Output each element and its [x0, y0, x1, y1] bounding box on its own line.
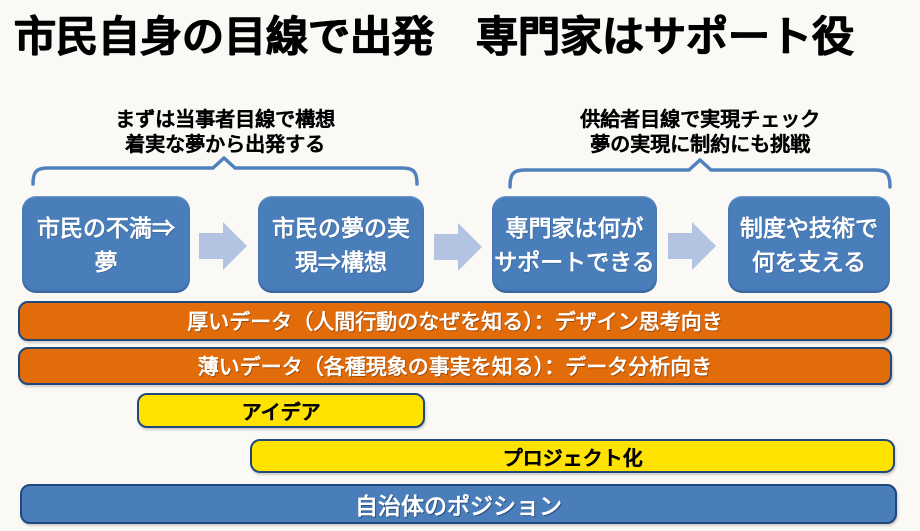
page-title: 市民自身の目線で出発 専門家はサポート役: [14, 13, 855, 60]
annotation-supplier-view: 供給者目線で実現チェック 夢の実現に制約にも挑戦: [580, 109, 820, 156]
bar-thin-data: 薄いデータ（各種現象の事実を知る）：データ分析向き: [18, 347, 892, 385]
bar-thick-data: 厚いデータ（人間行動のなぜを知る）：デザイン思考向き: [18, 301, 892, 341]
bar-projectization: プロジェクト化: [250, 439, 895, 473]
left-brace: [31, 156, 419, 186]
bar-municipality-position: 自治体のポジション: [20, 484, 897, 524]
flow-box-expert-support: 専門家は何が サポートできる: [492, 196, 657, 293]
flow-box-citizen-dream: 市民の夢の実 現⇒構想: [258, 196, 424, 293]
flow-box-system-technology: 制度や技術で 何を支える: [728, 196, 890, 293]
right-arrow-icon: [668, 222, 716, 270]
flow-box-citizen-dissatisfaction: 市民の不満⇒ 夢: [22, 196, 190, 293]
annotation-citizen-view: まずは当事者目線で構想 着実な夢から出発する: [115, 109, 335, 156]
right-arrow-icon: [434, 223, 482, 271]
bar-idea: アイデア: [137, 393, 425, 428]
right-brace: [508, 158, 892, 189]
right-arrow-icon: [199, 222, 247, 270]
